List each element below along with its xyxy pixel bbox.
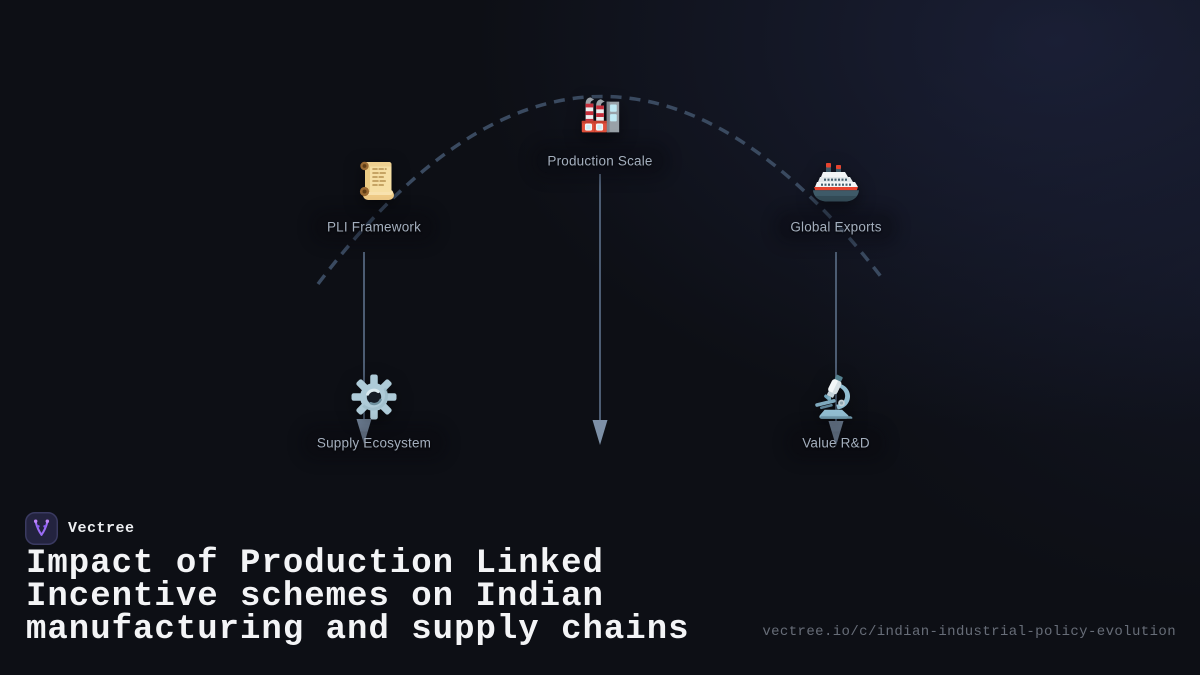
gear-icon xyxy=(349,372,399,422)
brand-row: Vectree xyxy=(25,512,135,545)
brand-name: Vectree xyxy=(68,520,135,537)
node-label-supply-ecosystem: Supply Ecosystem xyxy=(306,431,442,455)
node-label-pli-framework: PLI Framework xyxy=(316,215,432,239)
title-line-1: Impact of Production Linked xyxy=(26,545,604,583)
scroll-icon xyxy=(350,157,398,205)
ship-icon xyxy=(809,159,863,207)
title-line-2: Incentive schemes on Indian xyxy=(26,578,604,616)
vectree-logo-icon xyxy=(25,512,58,545)
node-label-global-exports: Global Exports xyxy=(780,215,892,239)
title-line-3: manufacturing and supply chains xyxy=(26,611,690,649)
microscope-icon xyxy=(810,374,862,424)
card-url-link[interactable]: vectree.io/c/indian-industrial-policy-ev… xyxy=(762,624,1176,640)
node-label-value-rd: Value R&D xyxy=(792,431,880,455)
flow-arrow-center xyxy=(592,174,608,445)
factory-icon xyxy=(575,94,625,140)
page-title: Impact of Production Linked Incentive sc… xyxy=(26,545,690,649)
node-label-production-scale: Production Scale xyxy=(537,149,663,173)
